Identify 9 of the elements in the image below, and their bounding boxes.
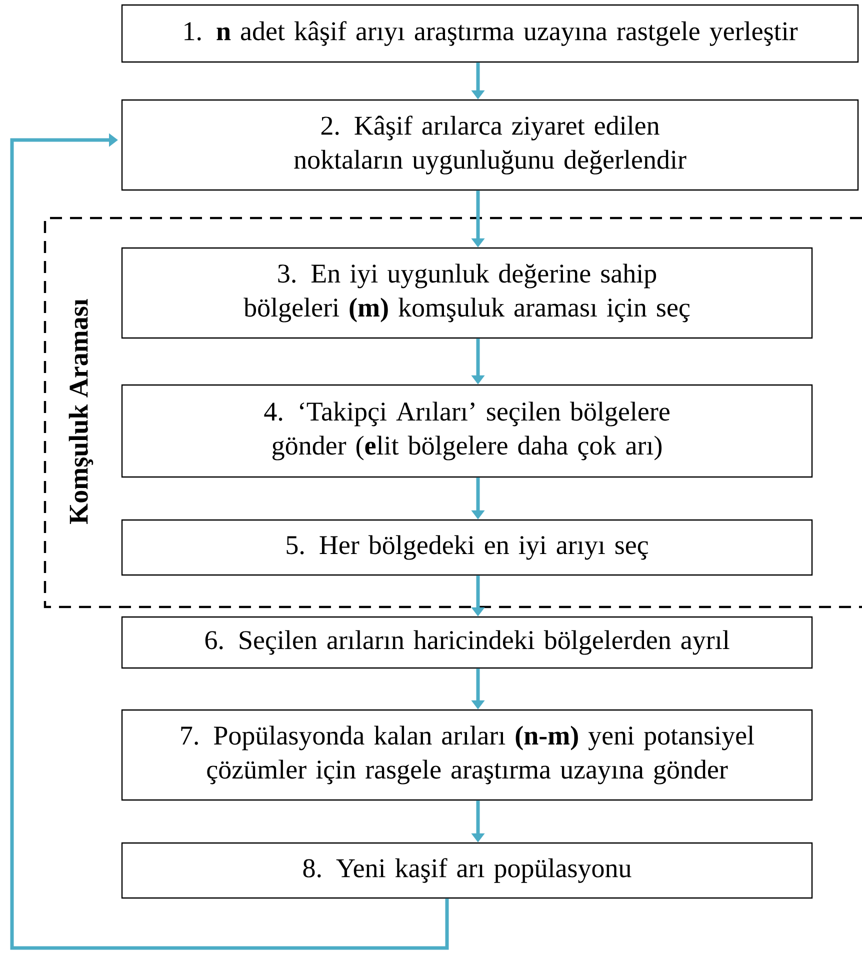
process-box: 1. n adet kâşif arıyı araştırma uzayına rastgele yerleştir bbox=[121, 4, 859, 63]
process-box: 3. En iyi uygunluk değerine sahip bölgeleri (m) komşuluk araması için seç bbox=[121, 247, 813, 339]
process-box: 6. Seçilen arıların haricindeki bölgelerden ayrıl bbox=[121, 616, 813, 669]
arrow bbox=[10, 133, 449, 950]
process-box: 8. Yeni kaşif arı popülasyonu bbox=[121, 842, 813, 899]
process-box: 4. ‘Takipçi Arıları’ seçilen bölgelere gönder (elit bölgelere daha çok arı) bbox=[121, 384, 813, 478]
process-box: 7. Popülasyonda kalan arıları (n-m) yeni potansiyel çözümler için rasgele araştırma uzayına gönder bbox=[121, 709, 813, 801]
process-box: 5. Her bölgedeki en iyi arıyı seç bbox=[121, 519, 813, 576]
process-box: 2. Kâşif arılarca ziyaret edilen noktaların uygunluğunu değerlendir bbox=[121, 99, 859, 191]
